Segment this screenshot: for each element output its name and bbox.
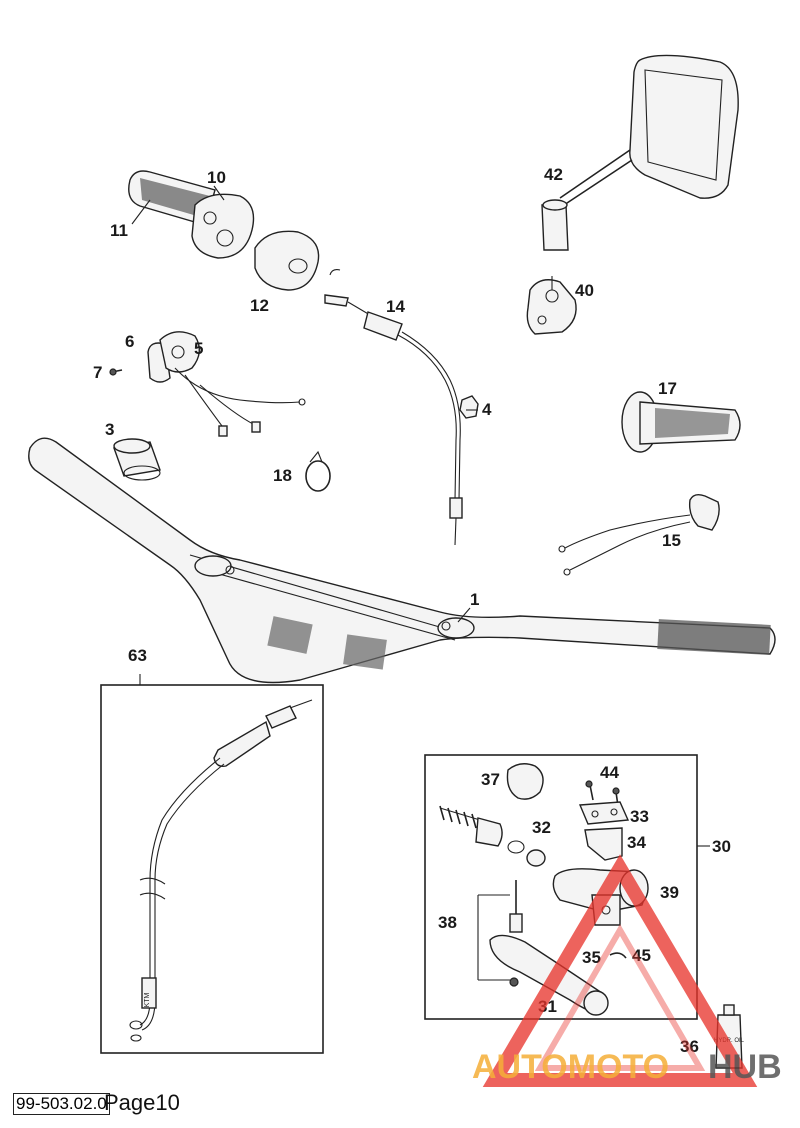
watermark-logo: AUTOMOTO HUB [472,854,782,1087]
callout-63: 63 [128,646,147,665]
mirror-clamp [526,276,577,335]
cable-nut [459,395,479,419]
callout-45: 45 [632,946,651,965]
document-code: 99-503.02.0 [13,1093,110,1115]
callout-37: 37 [481,770,500,789]
page-number: Page10 [104,1090,180,1115]
callout-6: 6 [125,332,134,351]
callout-14: 14 [386,297,405,316]
callout-39: 39 [660,883,679,902]
clutch-assembly-box: HYDR. OIL [424,754,745,1069]
callout-4: 4 [482,400,492,419]
watermark-text-2: HUB [708,1048,782,1086]
callout-35: 35 [582,948,601,967]
handlebar [28,437,776,684]
callout-labels: 1 3 4 5 6 7 10 11 12 14 15 17 18 30 31 3… [93,165,731,1056]
throttle-grip [128,170,255,259]
left-grip [621,391,741,453]
kill-switch [558,493,720,576]
leader-lines [131,185,478,623]
callout-3: 3 [105,420,114,439]
grip-cover [254,230,320,291]
callout-30: 30 [712,837,731,856]
callout-5: 5 [194,339,203,358]
callout-11: 11 [110,221,128,240]
callout-42: 42 [544,165,563,184]
switch-assembly [109,331,306,437]
cable-stamp: KTM [144,992,151,1007]
mirror [541,54,739,251]
callout-10: 10 [207,168,226,187]
callout-12: 12 [250,296,269,315]
throttle-cable [324,269,463,546]
watermark-text-1: AUTOMOTO [472,1048,669,1086]
cable-clamp [305,450,331,492]
spacer-sleeve [113,438,161,481]
callout-44: 44 [600,763,619,782]
callout-17: 17 [658,379,677,398]
callout-7: 7 [93,363,102,382]
callout-33: 33 [630,807,649,826]
callout-34: 34 [627,833,646,852]
callout-36: 36 [680,1037,699,1056]
callout-18: 18 [273,466,292,485]
cable-kit-box [100,674,324,1054]
callout-32: 32 [532,818,551,837]
callout-38: 38 [438,913,457,932]
callout-15: 15 [662,531,681,550]
callout-1: 1 [470,590,479,609]
callout-40: 40 [575,281,594,300]
